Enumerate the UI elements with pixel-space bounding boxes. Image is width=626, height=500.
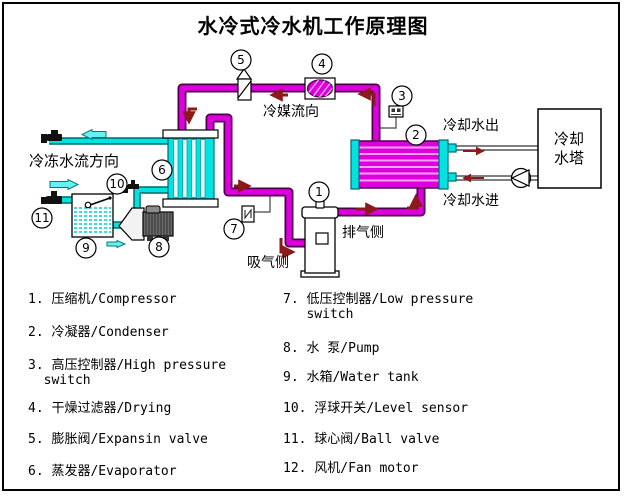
legend-item-condenser: 2. 冷凝器/Condenser [28, 325, 169, 340]
marker-water-tank: 9 [75, 237, 97, 259]
suction-line-pipe [205, 113, 307, 248]
page-title: 水冷式冷水机工作原理图 [197, 14, 429, 38]
legend-item-evaporator: 6. 蒸发器/Evaporator [28, 464, 177, 479]
marker-expansion-valve: 5 [230, 49, 252, 71]
legend-item-pump: 8. 水 泵/Pump [283, 341, 380, 356]
cooling-water-out-label: 冷却水出 [443, 118, 499, 134]
ball-valve-icon [41, 191, 62, 204]
marker-level-sensor: 10 [106, 173, 128, 195]
float-switch-icon [84, 196, 112, 209]
svg-text:8: 8 [155, 240, 163, 254]
chilled-water-out-valve-icon [41, 130, 62, 143]
low-pressure-switch [241, 205, 255, 223]
water-tank [71, 193, 114, 238]
legend-item-fan-motor: 12. 风机/Fan motor [283, 461, 419, 476]
chilled-water-flow-label: 冷冻水流方向 [29, 152, 119, 170]
marker-pump: 8 [148, 236, 170, 258]
evaporator [162, 129, 219, 208]
marker-evaporator: 6 [151, 159, 173, 181]
legend-item-exp-valve: 5. 膨胀阀/Expansin valve [28, 432, 208, 447]
legend-item-ball-valve: 11. 球心阀/Ball valve [283, 432, 440, 447]
liquid-line-pipe [177, 83, 381, 142]
legend-item-lp-switch: 7. 低压控制器/Low pressure switch [283, 292, 474, 322]
marker-ball-valve: 11 [31, 207, 53, 229]
discharge-side-label: 排气侧 [342, 225, 384, 241]
svg-text:5: 5 [237, 53, 245, 67]
condenser [350, 139, 457, 190]
component-markers: 1 2 3 4 5 6 7 [31, 49, 427, 259]
svg-text:11: 11 [34, 211, 49, 225]
svg-text:1: 1 [315, 185, 323, 199]
marker-compressor: 1 [308, 181, 330, 203]
water-pump [118, 205, 174, 241]
svg-text:9: 9 [82, 241, 90, 255]
svg-text:3: 3 [398, 89, 406, 103]
cooling-water-pump-icon [510, 167, 532, 189]
svg-text:7: 7 [230, 222, 238, 236]
cooling-tower-label-line2: 水塔 [554, 149, 584, 167]
cooling-tower: 冷却 水塔 [537, 108, 602, 189]
hp-switch-wire [379, 117, 397, 129]
marker-condenser: 2 [405, 124, 427, 146]
svg-text:2: 2 [412, 128, 420, 142]
marker-hp-switch: 3 [391, 85, 413, 107]
legend-item-compressor: 1. 压缩机/Compressor [28, 292, 177, 307]
marker-drying-filter: 4 [311, 53, 333, 75]
svg-text:10: 10 [109, 177, 124, 191]
legend-item-level-sensor: 10. 浮球开关/Level sensor [283, 401, 469, 416]
drying-filter [304, 77, 336, 100]
pump-to-evaporator-pipe [133, 186, 168, 209]
legend-item-water-tank: 9. 水箱/Water tank [283, 370, 419, 385]
high-pressure-switch [388, 105, 404, 118]
expansion-valve [235, 67, 253, 101]
compressor [300, 197, 340, 278]
tank-water-pattern [74, 207, 111, 233]
refrigerant-flow-label: 冷媒流向 [263, 104, 319, 120]
lp-switch-wire [253, 195, 271, 213]
svg-text:6: 6 [158, 163, 166, 177]
page-border [2, 2, 620, 491]
marker-lp-switch: 7 [223, 218, 245, 240]
suction-side-label: 吸气侧 [247, 255, 289, 271]
refrigerant-flow-arrows [182, 87, 485, 259]
svg-text:4: 4 [318, 57, 326, 71]
legend-item-hp-switch: 3. 高压控制器/High pressure switch [28, 358, 227, 388]
water-flow-arrows [49, 128, 127, 249]
legend-item-drying: 4. 干燥过滤器/Drying [28, 401, 172, 416]
cooling-water-in-label: 冷却水进 [443, 193, 499, 209]
cooling-tower-label-line1: 冷却 [554, 130, 584, 148]
